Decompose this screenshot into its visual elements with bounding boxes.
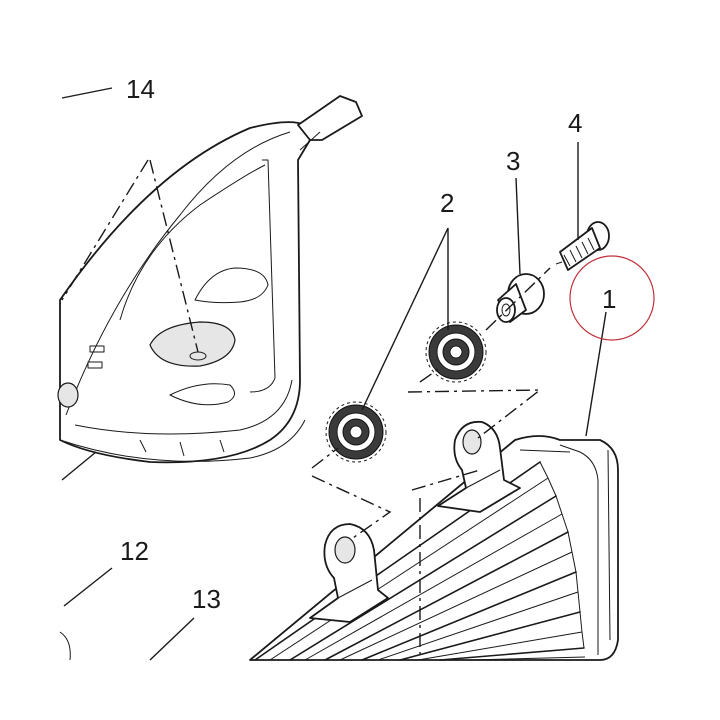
radiator-panel-part-1	[249, 435, 619, 661]
leader-lines	[61, 87, 607, 661]
bushing-part-3	[496, 273, 545, 323]
callout-2: 2	[440, 188, 454, 218]
callout-12: 12	[120, 536, 149, 566]
callout-13: 13	[192, 584, 221, 614]
gear-lower-part-2	[325, 401, 387, 463]
screw-part-4	[555, 221, 610, 271]
gear-upper-part-2	[425, 321, 487, 383]
mounting-bracket-upper	[437, 420, 521, 513]
assembly-lines	[61, 159, 551, 660]
housing-cover-part-14	[57, 95, 363, 464]
callout-4: 4	[568, 108, 582, 138]
radiator-fins	[254, 461, 586, 661]
callout-1: 1	[602, 284, 616, 314]
callout-3: 3	[506, 146, 520, 176]
highlight-circle	[569, 255, 655, 341]
edge-fragment	[59, 631, 71, 661]
callout-14: 14	[126, 74, 155, 104]
mounting-bracket-lower	[309, 523, 389, 623]
